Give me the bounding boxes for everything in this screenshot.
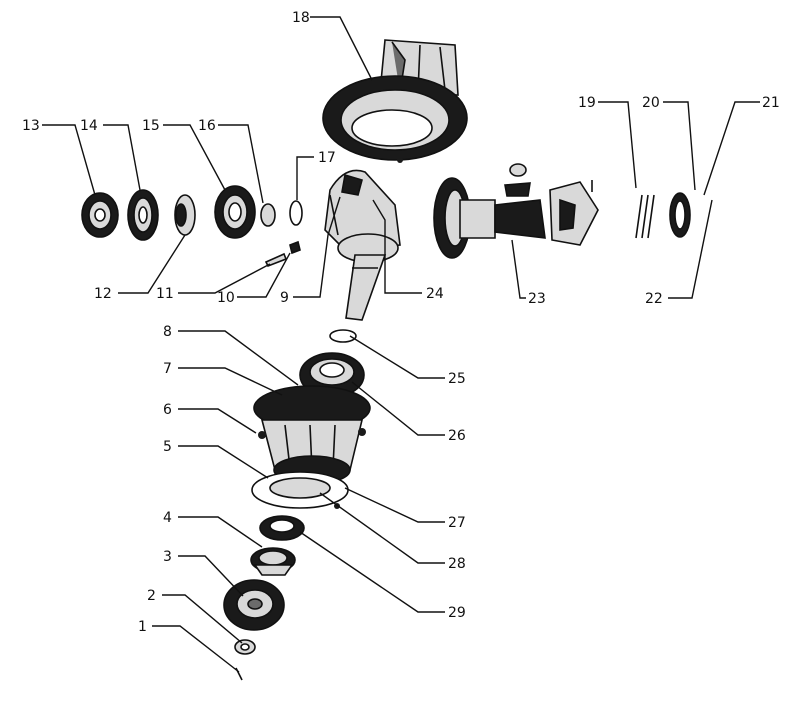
part-16-washer [260,203,276,227]
label-4: 4 [163,510,172,526]
label-23: 23 [528,291,546,307]
label-25: 25 [448,371,466,387]
label-18: 18 [292,10,310,26]
part-24-knuckle-housing [324,169,401,251]
label-21: 21 [762,95,780,111]
part-4-cap [250,547,296,576]
part-labels: 18 13 14 15 16 17 12 11 10 9 24 23 19 20… [22,10,780,635]
part-13-castle-nut [81,192,119,238]
label-1: 1 [138,619,147,635]
part-9-spindle [337,233,399,321]
label-6: 6 [163,402,172,418]
part-19-spring [635,194,655,239]
label-20: 20 [642,95,660,111]
label-27: 27 [448,515,466,531]
label-5: 5 [163,439,172,455]
part-14-bearing [127,189,159,241]
part-3-cover-flange [223,579,285,631]
leader-lines [42,16,760,673]
label-19: 19 [578,95,596,111]
part-29-bearing-cone [259,515,305,541]
label-22: 22 [645,291,663,307]
label-3: 3 [163,549,172,565]
part-18-upper-flange-housing [322,39,468,163]
label-7: 7 [163,361,172,377]
label-2: 2 [147,588,156,604]
part-17-ring [289,200,303,226]
part-10-key [289,240,301,255]
label-14: 14 [80,118,98,134]
label-17: 17 [318,150,336,166]
part-2-nut [234,639,256,655]
part-6-lower-housing [253,385,371,485]
part-20-washer [669,192,691,238]
label-15: 15 [142,118,160,134]
label-29: 29 [448,605,466,621]
label-16: 16 [198,118,216,134]
part-25-o-ring [329,329,357,343]
part-23-side-shaft-assembly [433,163,599,259]
label-10: 10 [217,290,235,306]
label-28: 28 [448,556,466,572]
label-24: 24 [426,286,444,302]
label-12: 12 [94,286,112,302]
part-12-bearing-cone [174,194,196,236]
label-11: 11 [156,286,174,302]
label-9: 9 [280,290,289,306]
label-8: 8 [163,324,172,340]
part-27-gasket [251,471,349,509]
part-15-bearing-cup [214,185,256,239]
label-26: 26 [448,428,466,444]
label-13: 13 [22,118,40,134]
